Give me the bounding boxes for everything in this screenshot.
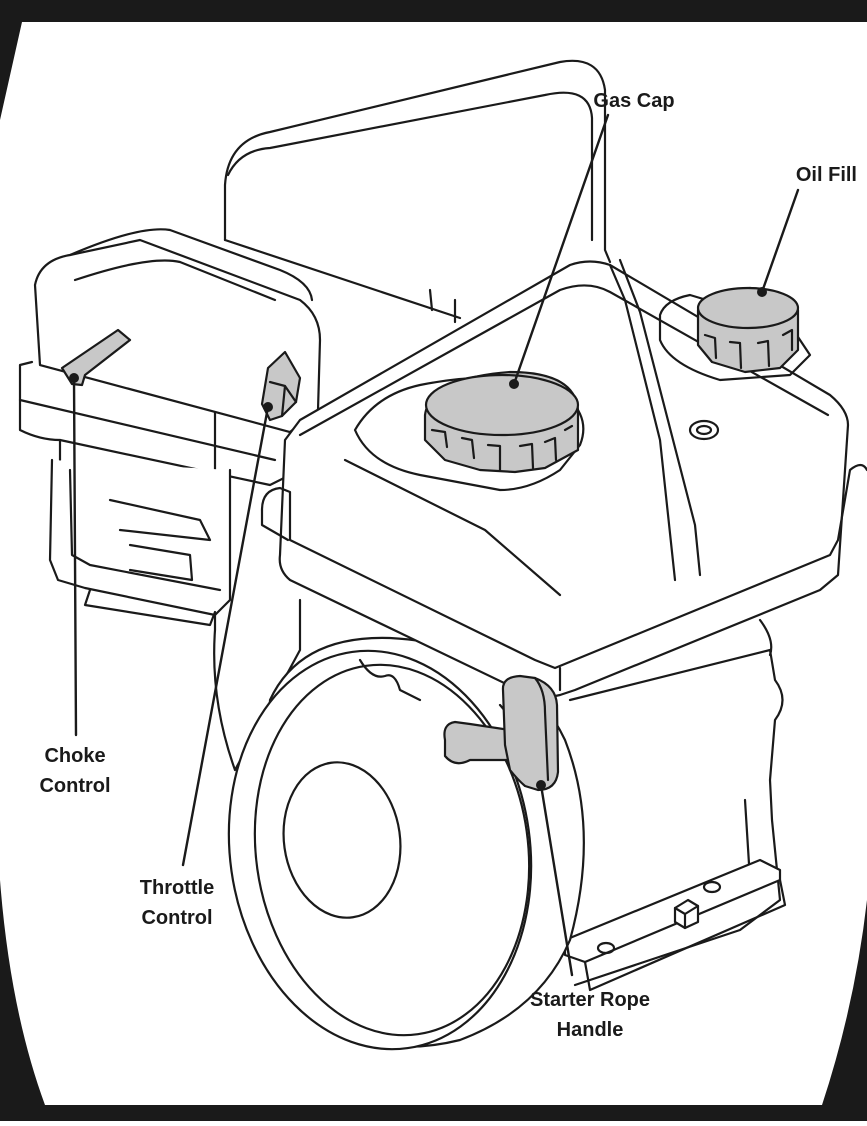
fuel-tank [260, 258, 867, 699]
gas-cap-leader [512, 113, 610, 386]
starter-rope-handle [443, 674, 560, 792]
gas-cap [423, 370, 580, 474]
gas-cap-pointer-dot [509, 379, 519, 389]
label-throttle-line-1: Throttle [140, 877, 214, 899]
throttle-control-pointer-dot [263, 402, 273, 412]
choke-control-pointer-dot [69, 373, 79, 383]
label-choke-line-1: Choke [44, 745, 105, 767]
throttle-lever [260, 350, 302, 422]
label-throttle-line-2: Control [141, 907, 212, 929]
choke-lever [60, 328, 132, 387]
starter-rope-handle-leader [539, 783, 574, 977]
label-oil-fill: Oil Fill [796, 164, 857, 186]
leader-lines [72, 113, 800, 977]
fan-cover [223, 59, 612, 324]
label-starter-line-1: Starter Rope [530, 989, 650, 1011]
choke-control-leader [72, 376, 78, 737]
label-starter-line-2: Handle [557, 1019, 624, 1041]
engine-block [213, 318, 787, 992]
oil-fill-pointer-dot [757, 287, 767, 297]
label-gas-cap: Gas Cap [593, 90, 674, 112]
starter-rope-handle-pointer-dot [536, 780, 546, 790]
oil-fill-leader [760, 188, 800, 294]
throttle-control-leader [181, 405, 270, 867]
air-cleaner [18, 228, 322, 627]
label-choke-line-2: Control [39, 775, 110, 797]
oil-fill-cap [696, 286, 800, 374]
part-labels: Gas Cap Oil Fill Choke Control Throttle … [39, 90, 857, 1041]
